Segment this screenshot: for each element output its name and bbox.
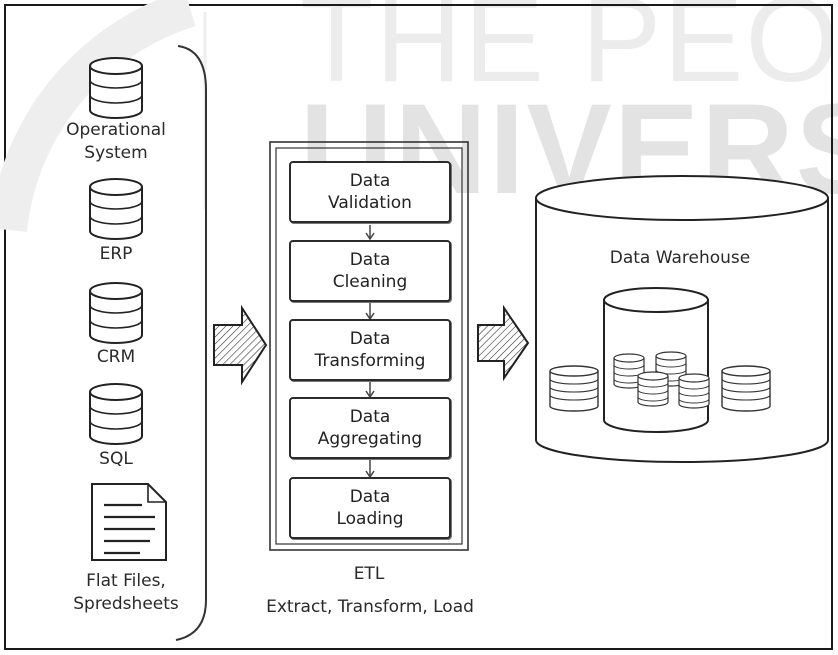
source-label: Flat Files, Spredsheets xyxy=(46,570,206,616)
etl-title: ETL xyxy=(353,564,385,584)
source-label-line: Operational xyxy=(66,120,166,140)
etl-step-line: Aggregating xyxy=(317,429,423,449)
source-label: ERP xyxy=(46,243,186,266)
source-label: CRM xyxy=(46,346,186,369)
step-arrow-icon xyxy=(365,225,375,241)
etl-step-aggregating: Data Aggregating xyxy=(289,397,451,459)
database-icon xyxy=(721,365,771,412)
diagram-frame xyxy=(4,4,833,650)
etl-step-line: Loading xyxy=(336,509,404,529)
etl-step-line: Data xyxy=(349,487,391,507)
database-icon xyxy=(89,282,143,344)
database-icon xyxy=(678,373,710,409)
source-label-line: ERP xyxy=(99,244,133,264)
database-icon xyxy=(89,178,143,240)
etl-step-line: Data xyxy=(349,407,391,427)
flow-arrow-icon xyxy=(213,304,268,386)
etl-step-line: Data xyxy=(349,171,391,191)
source-label-line: Flat Files, xyxy=(86,571,166,591)
flow-arrow-icon xyxy=(477,304,530,382)
etl-container xyxy=(269,141,469,551)
source-label-line: Spredsheets xyxy=(73,594,179,614)
etl-step-loading: Data Loading xyxy=(289,477,451,539)
database-icon xyxy=(637,371,669,407)
step-arrow-icon xyxy=(365,460,375,479)
source-label-line: CRM xyxy=(96,347,136,367)
watermark-top-text: THE PEOPLE xyxy=(300,0,838,107)
etl-step-line: Transforming xyxy=(314,351,426,371)
database-icon xyxy=(89,57,143,119)
database-icon xyxy=(549,365,599,412)
source-label: SQL xyxy=(46,448,186,471)
sources-bracket xyxy=(175,45,207,641)
etl-step-cleaning: Data Cleaning xyxy=(289,240,451,302)
etl-step-validation: Data Validation xyxy=(289,161,451,223)
data-warehouse-title: Data Warehouse xyxy=(609,248,751,268)
step-arrow-icon xyxy=(365,303,375,321)
etl-step-line: Data xyxy=(349,329,391,349)
source-label-line: System xyxy=(84,143,148,163)
etl-step-line: Cleaning xyxy=(332,272,408,292)
etl-step-line: Data xyxy=(349,250,391,270)
database-icon xyxy=(89,383,143,445)
source-label-line: SQL xyxy=(99,449,133,469)
document-icon xyxy=(91,483,167,561)
etl-step-line: Validation xyxy=(328,193,412,213)
source-label: Operational System xyxy=(46,119,186,165)
step-arrow-icon xyxy=(365,382,375,399)
etl-step-transforming: Data Transforming xyxy=(289,319,451,381)
etl-subtitle: Extract, Transform, Load xyxy=(266,597,474,617)
